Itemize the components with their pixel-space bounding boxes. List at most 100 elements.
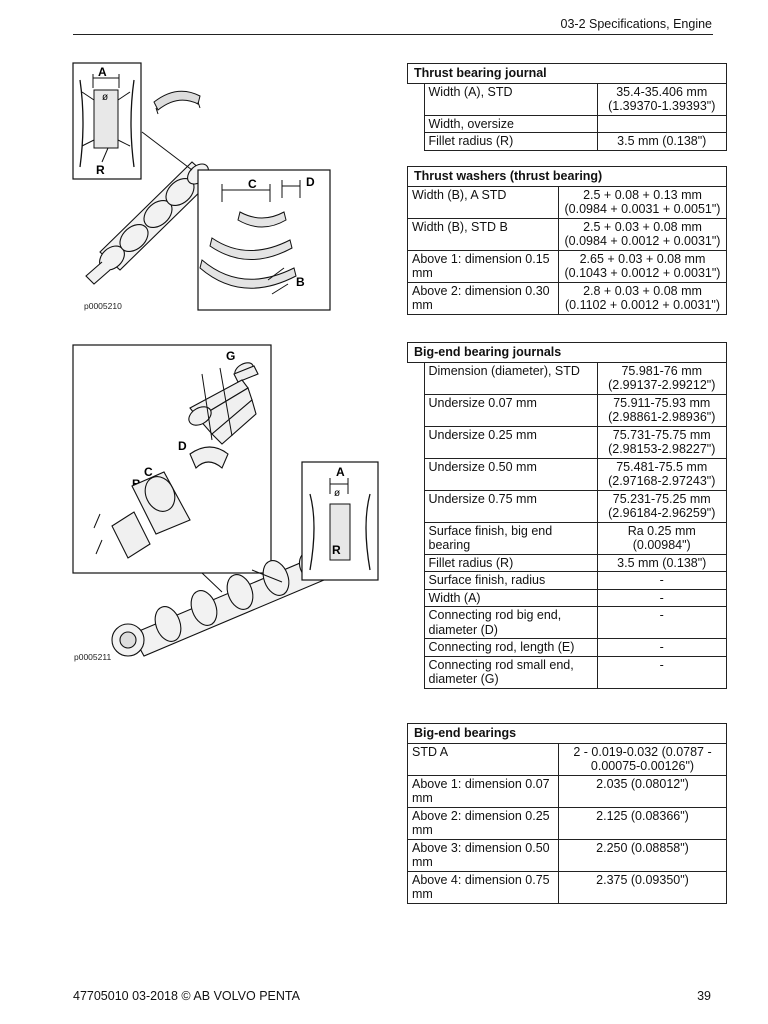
row-label: Undersize 0.07 mm: [423, 393, 598, 427]
page-number: 39: [697, 989, 711, 1003]
table-row: Connecting rod small end, diameter (G)-: [408, 655, 727, 689]
row-label: Width (B), A STD: [407, 185, 559, 219]
row-value: -: [596, 571, 727, 590]
table-row: Connecting rod big end, diameter (D)-: [408, 606, 727, 639]
row-label: Width (A): [423, 588, 598, 607]
footer-document-info: 47705010 03-2018 © AB VOLVO PENTA: [73, 989, 300, 1003]
row-value: 75.981-76 mm (2.99137-2.99212"): [596, 361, 727, 395]
row-value: 75.481-75.5 mm (2.97168-2.97243"): [596, 457, 727, 491]
fig1-label-c: C: [248, 177, 257, 191]
table-big-end-bearing-journals: Big-end bearing journals Dimension (diam…: [407, 342, 727, 689]
table-title: Thrust bearing journal: [407, 63, 727, 84]
row-label: Dimension (diameter), STD: [423, 361, 598, 395]
row-label: Above 3: dimension 0.50 mm: [407, 838, 559, 872]
row-label: Connecting rod small end, diameter (G): [423, 655, 598, 689]
figure-code: p0005211: [74, 652, 112, 662]
row-value: 75.731-75.75 mm (2.98153-2.98227"): [596, 425, 727, 459]
row-value: -: [596, 655, 727, 689]
row-label: Width (B), STD B: [407, 217, 559, 251]
row-value: 3.5 mm (0.138"): [596, 553, 727, 572]
row-value: 2.375 (0.09350"): [558, 870, 727, 904]
fig2-label-r: R: [332, 543, 341, 557]
table-row: Fillet radius (R)3.5 mm (0.138"): [408, 132, 727, 151]
fig1-label-a: A: [98, 65, 107, 79]
row-value: 2.035 (0.08012"): [558, 774, 727, 808]
table-title: Big-end bearing journals: [407, 342, 727, 363]
row-label: Surface finish, radius: [423, 571, 598, 590]
row-value: -: [596, 638, 727, 657]
fig2-label-d: D: [178, 439, 187, 453]
header-rule: [73, 34, 713, 35]
table-title: Big-end bearings: [407, 723, 727, 744]
row-value: 2.65 + 0.03 + 0.08 mm (0.1043 + 0.0012 +…: [558, 249, 727, 283]
row-value: 2.8 + 0.03 + 0.08 mm (0.1102 + 0.0012 + …: [558, 281, 727, 315]
row-label: Undersize 0.50 mm: [423, 457, 598, 491]
table-thrust-washers: Thrust washers (thrust bearing) Width (B…: [407, 166, 727, 315]
row-value: 2 - 0.019-0.032 (0.0787 - 0.00075-0.0012…: [558, 742, 727, 776]
big-end-bearing-illustration: G E D C B: [72, 344, 379, 657]
fig1-label-d: D: [306, 175, 315, 189]
row-value: 3.5 mm (0.138"): [596, 132, 727, 151]
row-value: 2.5 + 0.08 + 0.13 mm (0.0984 + 0.0031 + …: [558, 185, 727, 219]
row-label: Fillet radius (R): [423, 132, 598, 151]
table-title: Thrust washers (thrust bearing): [407, 166, 727, 187]
row-label: Undersize 0.75 mm: [423, 489, 598, 523]
fig2-label-c: C: [144, 465, 153, 479]
row-label: Connecting rod, length (E): [423, 638, 598, 657]
row-label: Undersize 0.25 mm: [423, 425, 598, 459]
row-value: -: [596, 606, 727, 639]
row-value: -: [596, 588, 727, 607]
row-label: Above 2: dimension 0.25 mm: [407, 806, 559, 840]
row-label: Width, oversize: [423, 114, 598, 133]
row-value: 75.911-75.93 mm (2.98861-2.98936"): [596, 393, 727, 427]
row-value: 2.5 + 0.03 + 0.08 mm (0.0984 + 0.0012 + …: [558, 217, 727, 251]
page-header-title: 03-2 Specifications, Engine: [560, 17, 712, 31]
figure-thrust-bearing: A ø R C D B p0005210: [72, 62, 332, 312]
row-label: Connecting rod big end, diameter (D): [423, 606, 598, 639]
table-row: Connecting rod, length (E)-: [408, 638, 727, 657]
thrust-bearing-illustration: A ø R C D B: [72, 62, 331, 311]
row-value: 2.250 (0.08858"): [558, 838, 727, 872]
fig1-label-b: B: [296, 275, 305, 289]
row-label: Above 2: dimension 0.30 mm: [407, 281, 559, 315]
table-row: Fillet radius (R)3.5 mm (0.138"): [408, 553, 727, 572]
figure-big-end-bearing: G E D C B: [72, 344, 382, 674]
fig1-label-r: R: [96, 163, 105, 177]
row-value: Ra 0.25 mm (0.00984"): [596, 521, 727, 555]
figure-code: p0005210: [84, 301, 122, 311]
row-label: STD A: [407, 742, 559, 776]
row-label: Width (A), STD: [423, 82, 598, 116]
fig2-label-diam: ø: [334, 488, 340, 499]
fig2-label-a: A: [336, 465, 345, 479]
row-label: Above 1: dimension 0.07 mm: [407, 774, 559, 808]
row-label: Surface finish, big end bearing: [423, 521, 598, 555]
row-label: Above 4: dimension 0.75 mm: [407, 870, 559, 904]
row-value: 75.231-75.25 mm (2.96184-2.96259"): [596, 489, 727, 523]
table-row: Width, oversize: [408, 114, 727, 133]
table-row: Surface finish, radius-: [408, 571, 727, 590]
table-row: Width (A)-: [408, 588, 727, 607]
fig2-label-g: G: [226, 349, 235, 363]
row-value: [596, 114, 727, 133]
fig1-label-diam: ø: [102, 92, 108, 103]
row-value: 35.4-35.406 mm (1.39370-1.39393"): [596, 82, 727, 116]
row-label: Above 1: dimension 0.15 mm: [407, 249, 559, 283]
